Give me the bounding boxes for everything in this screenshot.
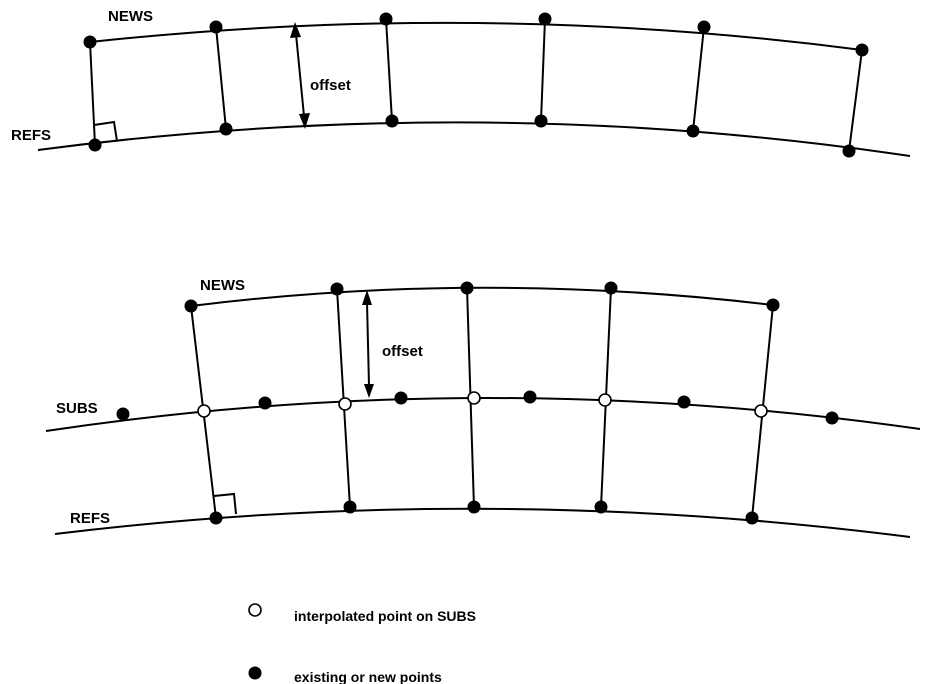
bottom-interpolated-point: [197, 404, 211, 418]
top-refs-point: [842, 144, 856, 158]
bottom-interpolated-point: [338, 397, 352, 411]
top-refs-curve: [37, 121, 911, 157]
bottom-refs-point: [343, 500, 357, 514]
top-rung-2: [215, 26, 227, 130]
top-news-point: [697, 20, 711, 34]
top-news-point: [209, 20, 223, 34]
bottom-news-point: [330, 282, 344, 296]
top-news-point: [855, 43, 869, 57]
bottom-news-point: [184, 299, 198, 313]
bottom-subs-curve: [45, 397, 921, 432]
bottom-subs-point: [677, 395, 691, 409]
bottom-subs-point: [116, 407, 130, 421]
top-refs-point: [219, 122, 233, 136]
bottom-refs-label: REFS: [70, 510, 110, 527]
top-rung-3: [385, 18, 393, 122]
bottom-offset-arrow: [362, 290, 374, 398]
bottom-refs-point: [594, 500, 608, 514]
bottom-refs-points: [209, 500, 759, 525]
top-refs-points: [88, 114, 856, 158]
top-refs-point: [686, 124, 700, 138]
top-news-point: [83, 35, 97, 49]
top-rung-5: [692, 26, 705, 132]
top-offset-label: offset: [310, 77, 351, 94]
top-refs-label: REFS: [11, 127, 51, 144]
bottom-subs-point: [394, 391, 408, 405]
top-right-angle-marker: [93, 120, 118, 142]
bottom-news-point: [460, 281, 474, 295]
bottom-news-label: NEWS: [200, 277, 245, 294]
bottom-subs-point: [825, 411, 839, 425]
top-news-label: NEWS: [108, 8, 153, 25]
top-offset-arrow: [290, 22, 310, 129]
bottom-interpolated-point: [467, 391, 481, 405]
legend-filled-point-icon: [248, 666, 262, 680]
top-rung-1: [89, 41, 96, 146]
top-refs-point: [534, 114, 548, 128]
bottom-subs-interpolated-points: [197, 391, 768, 418]
top-refs-point: [385, 114, 399, 128]
bottom-news-point: [604, 281, 618, 295]
legend-open-point-label: interpolated point on SUBS: [294, 608, 476, 624]
bottom-refs-point: [467, 500, 481, 514]
top-rung-4: [540, 18, 546, 122]
bottom-interpolated-point: [598, 393, 612, 407]
top-news-points: [83, 12, 869, 57]
bottom-refs-point: [745, 511, 759, 525]
bottom-refs-curve: [54, 507, 911, 538]
bottom-diagram: NEWS SUBS REFS offset: [45, 277, 921, 538]
legend-filled-point-label: existing or new points: [294, 669, 442, 684]
bottom-refs-point: [209, 511, 223, 525]
bottom-news-curve: [190, 286, 774, 307]
bottom-right-angle-marker: [213, 492, 237, 515]
legend: interpolated point on SUBS existing or n…: [248, 603, 476, 684]
legend-open-point-icon: [248, 603, 262, 617]
top-news-point: [379, 12, 393, 26]
bottom-subs-point: [523, 390, 537, 404]
bottom-interpolated-point: [754, 404, 768, 418]
top-diagram: NEWS REFS offset: [11, 8, 911, 158]
top-news-curve: [89, 21, 863, 51]
bottom-offset-label: offset: [382, 343, 423, 360]
top-rung-6: [848, 49, 863, 152]
bottom-subs-filled-points: [116, 390, 839, 425]
bottom-subs-point: [258, 396, 272, 410]
top-news-point: [538, 12, 552, 26]
top-refs-point: [88, 138, 102, 152]
bottom-subs-label: SUBS: [56, 400, 98, 417]
bottom-news-points: [184, 281, 780, 313]
bottom-news-point: [766, 298, 780, 312]
